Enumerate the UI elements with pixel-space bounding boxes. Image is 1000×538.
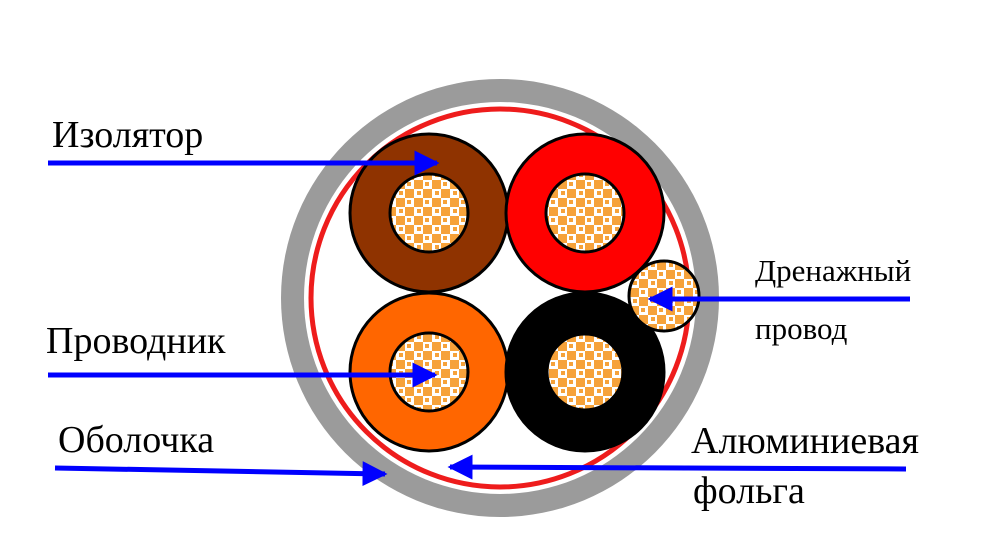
foil-arrow (447, 454, 907, 480)
core-black (504, 291, 666, 453)
core-orange (348, 291, 510, 453)
label-sheath: Оболочка (58, 419, 215, 461)
conductor-black (545, 332, 625, 412)
label-aluminum-foil-line2: фольга (693, 470, 805, 512)
core-brown (348, 132, 510, 294)
label-conductor: Проводник (46, 320, 226, 362)
conductor-red (544, 172, 626, 254)
conductor-brown (388, 172, 470, 254)
label-aluminum-foil-line1: Алюминиевая (691, 420, 919, 462)
drain-wire (627, 259, 701, 333)
sheath-arrow (54, 461, 388, 487)
label-insulator: Изолятор (52, 114, 204, 156)
label-drain-wire-line1: Дренажный (755, 253, 912, 288)
conductor-orange (388, 331, 470, 413)
label-drain-wire-line2: провод (755, 311, 848, 346)
